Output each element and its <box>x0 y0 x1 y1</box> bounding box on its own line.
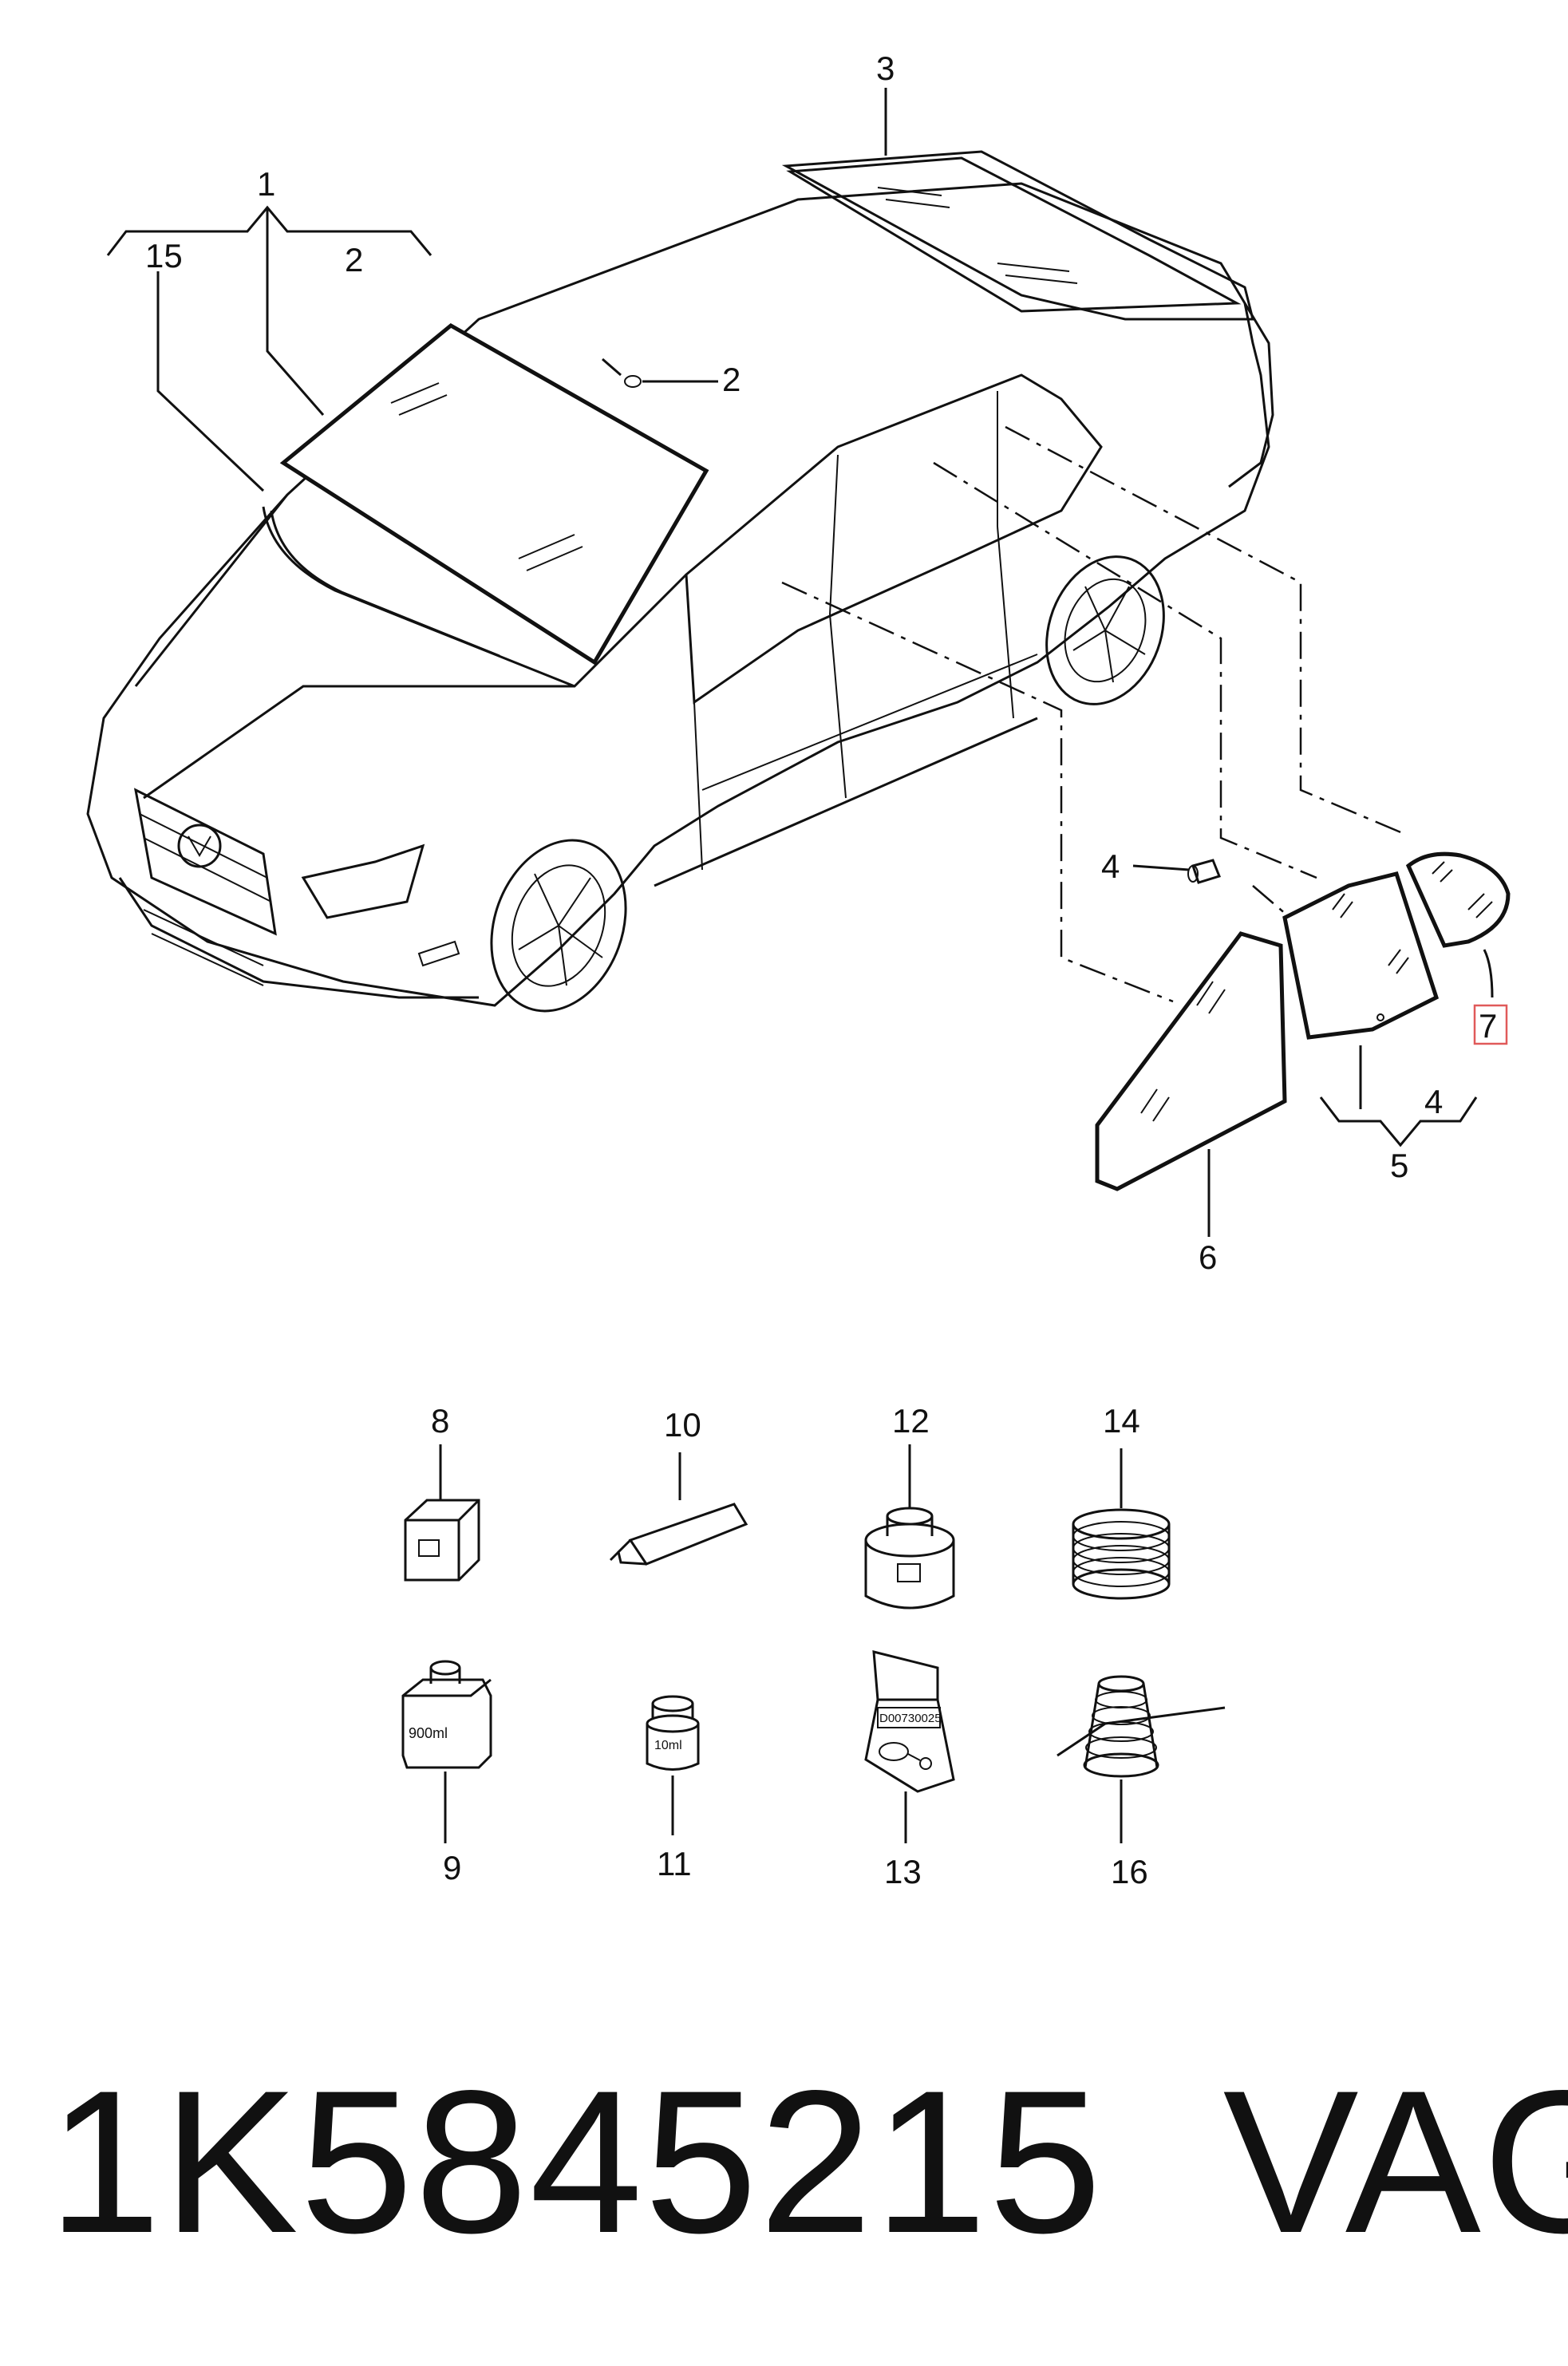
callout-14: 14 <box>1103 1402 1140 1440</box>
part-9-bottle: 900ml <box>401 1660 492 1843</box>
callout-9: 9 <box>443 1849 461 1886</box>
leader-lines <box>106 88 1494 1237</box>
rear-door-glass <box>1282 871 1440 1040</box>
part-number: 1K5845215 <box>48 2048 1104 2276</box>
callout-4-pin: 4 <box>1101 847 1120 885</box>
callout-6: 6 <box>1199 1238 1217 1276</box>
brand-label: VAG <box>1222 2048 1568 2276</box>
car-illustration <box>86 150 1274 1013</box>
callout-8: 8 <box>431 1402 449 1440</box>
windshield-glass <box>262 322 709 688</box>
quarter-glass <box>1405 851 1511 948</box>
callout-2-clip: 2 <box>722 361 741 398</box>
callout-1: 1 <box>257 165 275 203</box>
part-11-vial: 10ml <box>646 1695 700 1835</box>
bottle-volume-label: 900ml <box>409 1725 448 1741</box>
part-16-cone <box>1057 1675 1226 1843</box>
part-10-tube <box>609 1452 748 1566</box>
callout-4: 4 <box>1424 1083 1443 1120</box>
callout-3: 3 <box>876 49 895 87</box>
front-door-glass <box>1095 931 1287 1191</box>
packet-code-label: D00730025 <box>879 1712 942 1725</box>
callout-2: 2 <box>345 241 363 278</box>
retaining-pin <box>1187 859 1221 884</box>
part-12-jar <box>864 1444 955 1610</box>
highlight-box <box>1473 1004 1508 1045</box>
callout-5: 5 <box>1390 1147 1408 1184</box>
part-14-coil <box>1072 1448 1171 1600</box>
windshield-clip <box>624 375 642 388</box>
callout-13: 13 <box>884 1853 922 1890</box>
callout-15: 15 <box>145 237 183 275</box>
callout-7: 7 <box>1479 1007 1497 1045</box>
callout-11: 11 <box>657 1845 692 1882</box>
part-8-cube <box>404 1444 480 1582</box>
footer-part-number-line: 1K5845215 VAG <box>48 2043 1568 2282</box>
callout-numbers: 1 15 2 2 3 4 4 5 6 7 8 10 12 14 9 11 13 … <box>145 49 1497 1890</box>
callout-16: 16 <box>1111 1853 1148 1890</box>
vial-volume-label: 10ml <box>654 1739 682 1752</box>
callout-12: 12 <box>892 1402 930 1440</box>
callout-10: 10 <box>664 1406 701 1444</box>
part-13-packet: D00730025 <box>864 1650 955 1843</box>
